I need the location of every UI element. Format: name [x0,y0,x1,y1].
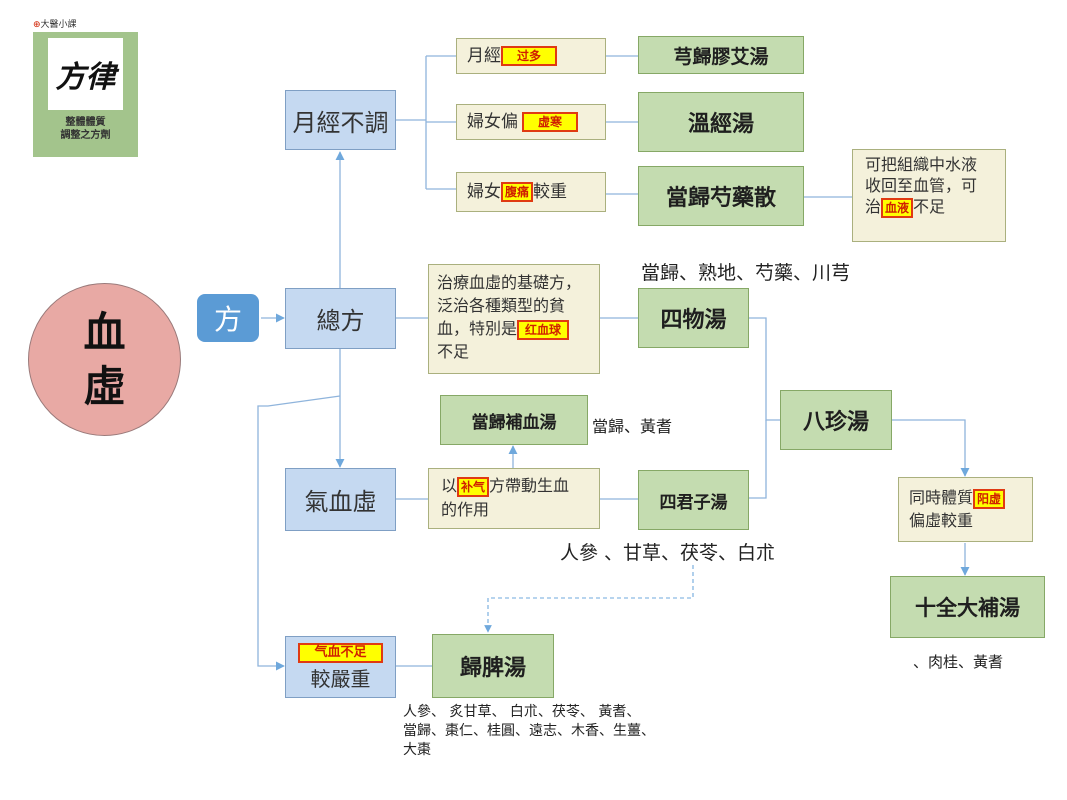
formula-siwu: 四物湯 [638,288,749,348]
node-qi-blood-deficiency: 氣血虛 [285,468,396,531]
desc-sijunzi: 以补气方帶動生血 的作用 [428,468,600,529]
formula-shiquan-dabu: 十全大補湯 [890,576,1045,638]
condition-excess-menses: 月經过多 [456,38,606,74]
desc-siwu: 治療血虛的基礎方， 泛治各種類型的貧 血，特別是红血球 不足 [428,264,600,374]
formula-bazhen: 八珍湯 [780,390,892,450]
note-danggui-shaoyao: 可把組織中水液 收回至血管，可 治血液不足 [852,149,1006,242]
formula-danggui-buxue: 當歸補血湯 [440,395,588,445]
fang-label: 方 [197,294,259,342]
logo-calligraphy: 方律 [48,38,123,110]
condition-yang-deficiency: 同時體質阳虚 偏虛較重 [898,477,1033,542]
condition-cold-deficiency: 婦女偏虚寒 [456,104,606,140]
ingredients-siwu: 當歸、熟地、芍藥、川芎 [641,262,851,284]
node-severe: 气血不足 較嚴重 [285,636,396,698]
logo-panel: 方律 整體體質 調整之方劑 [33,32,138,157]
logo: ⊕大醫小課 方律 整體體質 調整之方劑 [33,17,141,159]
ingredients-danggui-buxue: 當歸、黃耆 [592,417,673,436]
formula-guipi: 歸脾湯 [432,634,554,698]
logo-caption: 整體體質 調整之方劑 [60,117,111,141]
main-circle-blood-deficiency: 血 虛 [28,283,181,436]
formula-xionggui-jiaoai: 芎歸膠艾湯 [638,36,804,74]
ingredients-shiquan: 、肉桂、黃耆 [913,653,1004,671]
node-general-formula: 總方 [285,288,396,349]
formula-danggui-shaoyao: 當歸芍藥散 [638,166,804,226]
ingredients-guipi: 人參、 炙甘草、 白朮、茯苓、 黃耆、 當歸、棗仁、桂圓、遠志、木香、生薑、 大… [403,704,655,758]
node-menstrual-irregularity: 月經不調 [285,90,396,150]
formula-sijunzi: 四君子湯 [638,470,749,530]
condition-abdominal-pain: 婦女腹痛較重 [456,172,606,212]
severe-highlight: 气血不足 [298,642,383,663]
ingredients-sijunzi: 人參 、甘草、茯苓、白朮 [560,542,776,564]
logo-top-text: ⊕大醫小課 [33,20,77,30]
formula-wenjing: 溫經湯 [638,92,804,152]
